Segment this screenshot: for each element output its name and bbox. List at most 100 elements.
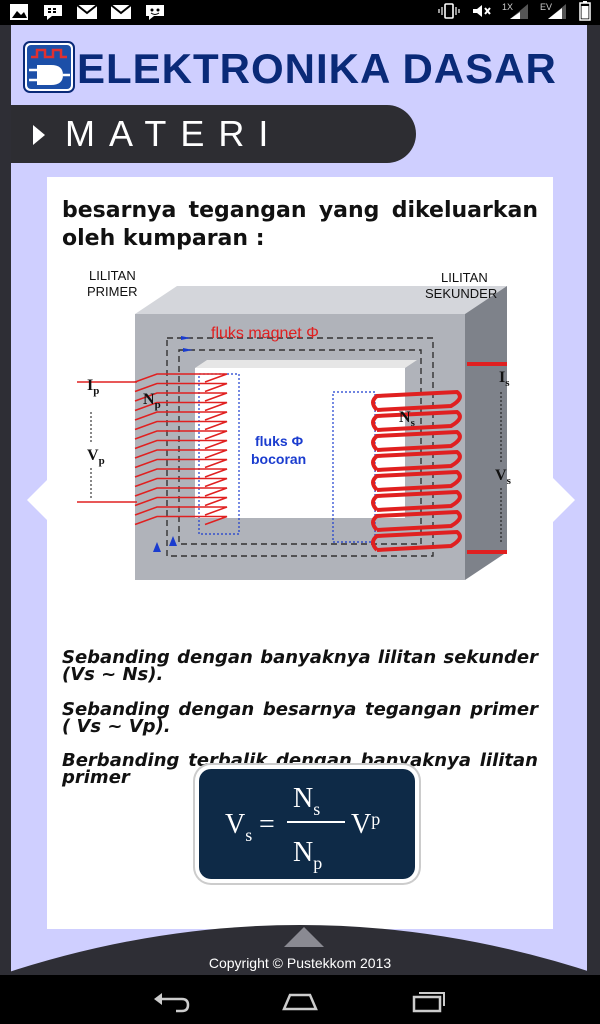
footer-dome (0, 925, 600, 975)
chat-icon (144, 3, 166, 21)
vp-label: V (87, 447, 99, 464)
svg-text:Ns: Ns (293, 783, 320, 819)
blackberry-messenger-icon (42, 3, 64, 21)
ip-label: I (87, 377, 93, 394)
primary-winding (134, 496, 228, 507)
signal-ev-label: EV (540, 2, 553, 12)
paragraph-3: Berbanding terbalik dengan banyaknya lil… (62, 750, 538, 788)
paragraph-1: Sebanding dengan banyaknya lilitan sekun… (62, 647, 538, 685)
vp-sub: p (99, 455, 105, 467)
app-header: ELEKTRONIKA DASAR (11, 39, 587, 99)
primary-winding (134, 449, 228, 459)
next-page-arrow-icon[interactable] (553, 478, 575, 527)
primary-winding (134, 411, 228, 421)
secondary-winding (371, 509, 462, 532)
home-button[interactable] (280, 987, 320, 1013)
signal-1x-label: 1X (502, 2, 514, 12)
status-bar: 1X EV (0, 0, 600, 25)
primary-winding (134, 392, 228, 402)
recent-apps-button[interactable] (410, 987, 450, 1013)
signal-ev-icon: EV (540, 2, 568, 20)
np-sub: p (155, 399, 161, 411)
formula-rhs-sub: p (371, 809, 380, 829)
play-arrow-icon (33, 125, 45, 150)
primary-winding (134, 515, 228, 526)
svg-text:Vs: Vs (495, 467, 512, 487)
recent-apps-icon (412, 992, 445, 1013)
gmail-icon (110, 3, 132, 21)
content-card: besarnya tegangan yang dikeluarkan oleh … (47, 177, 553, 929)
secondary-winding (371, 529, 462, 552)
back-button[interactable] (152, 987, 192, 1013)
primary-winding (134, 487, 228, 497)
primary-winding (134, 420, 228, 431)
flux-leak-label-1: fluks Φ (255, 433, 304, 449)
formula-denominator: N (293, 837, 313, 868)
formula-denominator-sub: p (313, 853, 322, 873)
ns-label: N (399, 409, 411, 426)
copyright-text: Copyright © Pustekkom 2013 (208, 955, 392, 971)
formula-lhs-sub: s (245, 825, 252, 845)
vs-label: V (495, 467, 507, 484)
paragraph-2: Sebanding dengan besarnya tegangan prime… (62, 699, 538, 737)
scroll-up-arrow-icon[interactable] (284, 927, 324, 952)
back-icon (154, 993, 190, 1013)
primary-winding (134, 506, 228, 516)
primary-coil-label-1: LILITAN (89, 268, 136, 283)
primary-coil (77, 373, 228, 526)
ip-sub: p (93, 385, 99, 397)
formula-numerator-sub: s (313, 799, 320, 819)
previous-page-arrow-icon[interactable] (27, 478, 49, 527)
primary-winding (134, 477, 228, 488)
notification-icons (8, 3, 166, 21)
home-icon (282, 993, 318, 1011)
app-screen: ELEKTRONIKA DASAR MATERI besarnya tegang… (0, 25, 600, 975)
secondary-winding (371, 389, 462, 412)
primary-winding (134, 439, 228, 450)
is-label: I (499, 369, 505, 386)
formula-box: Vs = Ns Np Vp (199, 769, 415, 879)
primary-winding (134, 401, 228, 412)
secondary-coil-label-1: LILITAN (441, 270, 488, 285)
svg-text:Np: Np (293, 837, 322, 873)
formula-lhs: V (225, 809, 245, 840)
svg-text:Np: Np (143, 391, 161, 411)
signal-1x-icon: 1X (502, 2, 530, 20)
svg-text:Vp: Vp (87, 447, 105, 467)
ns-sub: s (411, 417, 416, 429)
intro-text: besarnya tegangan yang dikeluarkan oleh … (62, 198, 538, 251)
svg-text:Ns: Ns (399, 409, 416, 429)
formula-rhs: V (351, 809, 371, 840)
system-icons: 1X EV (438, 1, 592, 21)
secondary-coil-label-2: SEKUNDER (425, 286, 497, 301)
primary-winding (134, 382, 228, 393)
app-title: ELEKTRONIKA DASAR (77, 45, 557, 92)
svg-text:Is: Is (499, 369, 510, 389)
formula-numerator: N (293, 783, 313, 814)
formula-svg: Vs = Ns Np Vp (225, 783, 380, 873)
battery-icon (578, 1, 592, 21)
section-tab[interactable]: MATERI (11, 105, 416, 163)
flux-magnet-label: fluks magnet Φ (211, 325, 319, 342)
secondary-winding (371, 469, 462, 492)
primary-winding (134, 458, 228, 469)
secondary-winding (371, 449, 462, 472)
np-label: N (143, 391, 155, 408)
transformer-diagram: fluks magnet Φ fluks Φ bocoran LILITAN P… (77, 268, 512, 580)
primary-winding (134, 373, 228, 383)
flux-leak-label-2: bocoran (251, 451, 306, 467)
primary-winding (134, 468, 228, 478)
vs-sub: s (507, 475, 512, 487)
formula-equals: = (259, 809, 275, 840)
gmail-icon (76, 3, 98, 21)
svg-text:Ip: Ip (87, 377, 99, 397)
secondary-coil (371, 389, 462, 552)
primary-winding (134, 430, 228, 440)
system-navigation-bar (0, 975, 600, 1024)
logic-gate-logo-icon (23, 41, 75, 93)
svg-text:Vp: Vp (351, 809, 380, 840)
svg-text:Vs: Vs (225, 809, 252, 845)
secondary-winding (371, 429, 462, 452)
vibrate-icon (438, 2, 460, 20)
section-label: MATERI (65, 113, 283, 154)
